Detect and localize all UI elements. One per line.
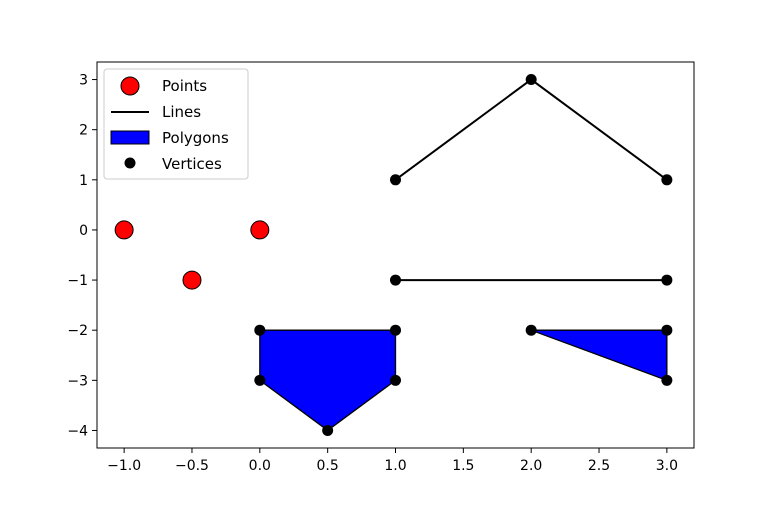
- legend-points-marker: [120, 76, 140, 96]
- vertex-11: [661, 324, 673, 336]
- vertex-8: [322, 424, 334, 436]
- vertex-0: [390, 174, 401, 186]
- point-2: [250, 220, 270, 240]
- x-tick-label: 0.0: [249, 458, 271, 474]
- y-tick-label: −1: [67, 273, 88, 289]
- y-tick-label: 2: [79, 123, 88, 139]
- plot-area: [114, 74, 673, 436]
- vertex-10: [525, 324, 537, 336]
- vertex-7: [390, 374, 401, 386]
- legend-label-lines: Lines: [162, 103, 201, 121]
- legend-label-polygons: Polygons: [162, 129, 229, 147]
- legend-label-points: Points: [162, 77, 207, 95]
- y-tick-label: −2: [67, 323, 88, 339]
- x-tick-label: 1.5: [452, 458, 474, 474]
- x-tick-label: 2.5: [588, 458, 610, 474]
- legend-box: [103, 68, 249, 180]
- polygon-0: [259, 329, 397, 432]
- vertex-4: [661, 274, 673, 286]
- x-tick-label: 1.0: [384, 458, 406, 474]
- legend-polygons-marker: [110, 130, 150, 145]
- vertex-2: [661, 174, 673, 186]
- x-tick-label: −0.5: [175, 458, 209, 474]
- vertex-12: [661, 374, 673, 386]
- vertex-3: [390, 274, 401, 286]
- axes: −1.0 −0.5 0.0 0.5 1.0 1.5 2.0 2.5 3.0 −4 −3 −2 −1 0 1 2…: [67, 73, 678, 474]
- y-tick-label: 3: [79, 73, 88, 89]
- point-1: [182, 270, 202, 290]
- y-tick-label: −3: [67, 373, 88, 389]
- x-tick-label: 2.0: [520, 458, 542, 474]
- vertex-6: [390, 324, 401, 336]
- x-tick-label: −1.0: [107, 458, 141, 474]
- point-0: [114, 220, 134, 240]
- vertex-5: [254, 324, 266, 336]
- y-tick-label: 1: [79, 173, 88, 189]
- vertex-9: [254, 374, 266, 386]
- x-tick-label: 0.5: [317, 458, 339, 474]
- line-0: [394, 78, 668, 181]
- y-tick-label: 0: [79, 223, 88, 239]
- polygon-1: [530, 329, 668, 382]
- x-tick-label: 3.0: [656, 458, 678, 474]
- legend-label-vertices: Vertices: [162, 155, 222, 173]
- legend-vertices-marker: [124, 157, 136, 169]
- legend: Points Lines Polygons Vertices: [103, 68, 249, 180]
- vertex-1: [525, 74, 537, 86]
- y-tick-label: −4: [67, 423, 88, 439]
